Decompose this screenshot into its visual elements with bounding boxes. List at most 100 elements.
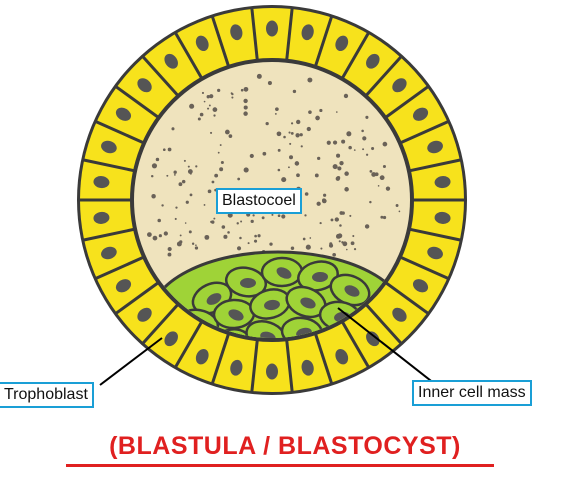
cell-wall <box>382 85 430 121</box>
cell-wall <box>82 227 138 242</box>
fluid-particle <box>339 160 344 166</box>
cell-wall <box>95 120 147 146</box>
fluid-particle <box>308 110 312 114</box>
fluid-particle <box>344 171 349 176</box>
fluid-particle <box>365 153 369 156</box>
cell-wall <box>114 85 162 121</box>
trophoblast-label: Trophoblast <box>0 382 94 408</box>
fluid-particle <box>201 91 205 95</box>
trophoblast-nucleus <box>93 211 110 224</box>
fluid-particle <box>195 165 198 168</box>
fluid-particle <box>206 95 210 99</box>
fluid-particle <box>369 170 373 173</box>
fluid-particle <box>183 159 186 162</box>
fluid-particle <box>214 173 219 178</box>
fluid-particle <box>382 141 388 147</box>
cell-wall <box>82 158 138 173</box>
fluid-particle <box>167 252 172 257</box>
fluid-particle <box>194 246 199 250</box>
fluid-particle <box>253 239 258 243</box>
fluid-particle <box>152 235 158 241</box>
fluid-particle <box>197 117 201 121</box>
cell-wall <box>406 227 462 242</box>
cell-wall <box>250 7 260 63</box>
fluid-particle <box>323 193 327 197</box>
icm-nucleus <box>344 285 360 297</box>
fluid-particle <box>292 89 297 94</box>
fluid-particle <box>348 145 352 150</box>
trophoblast-nucleus <box>335 348 349 365</box>
fluid-particle <box>304 192 309 196</box>
fluid-particle <box>213 217 216 220</box>
cell-wall <box>382 279 430 315</box>
fluid-particle <box>227 231 230 234</box>
inner-cell-mass-label: Inner cell mass <box>412 380 532 406</box>
fluid-particle <box>224 129 230 135</box>
fluid-particle <box>332 140 338 145</box>
fluid-particle <box>150 174 154 178</box>
fluid-particle <box>219 144 222 147</box>
fluid-particle <box>221 225 226 229</box>
cell-wall <box>95 254 147 280</box>
fluid-particle <box>228 134 233 138</box>
fluid-particle <box>343 93 349 99</box>
fluid-particle <box>288 131 291 134</box>
fluid-particle <box>184 222 187 224</box>
fluid-particle <box>207 107 210 110</box>
cell-wall <box>284 337 294 393</box>
fluid-particle <box>181 179 186 184</box>
fluid-particle <box>243 86 249 92</box>
fluid-particle <box>199 112 204 117</box>
fluid-particle <box>316 201 321 206</box>
fluid-particle <box>187 169 193 174</box>
fluid-particle <box>289 142 292 145</box>
trophoblast-nucleus <box>434 176 451 189</box>
fluid-particle <box>166 174 169 177</box>
fluid-particle <box>247 242 250 245</box>
fluid-particle <box>344 187 349 192</box>
fluid-particle <box>262 151 267 156</box>
trophoblast-nucleus <box>230 359 243 376</box>
fluid-particle <box>364 224 370 229</box>
trophoblast-nucleus <box>412 107 429 121</box>
cell-wall <box>284 7 294 63</box>
icm-nucleus <box>260 331 276 338</box>
trophoblast-nucleus <box>434 211 451 224</box>
fluid-particle <box>341 139 346 144</box>
fluid-particle <box>190 173 192 175</box>
fluid-particle <box>162 148 166 152</box>
fluid-particle <box>371 172 377 177</box>
cell-wall <box>141 301 181 345</box>
fluid-particle <box>252 214 255 217</box>
trophoblast-nucleus <box>301 359 314 376</box>
fluid-particle <box>243 111 248 116</box>
trophoblast-nucleus <box>115 107 132 121</box>
trophoblast-nucleus <box>137 78 152 93</box>
fluid-particle <box>207 189 212 194</box>
fluid-particle <box>185 200 189 204</box>
fluid-particle <box>283 135 286 139</box>
cell-wall <box>406 158 462 173</box>
fluid-particle <box>341 211 345 215</box>
fluid-particle <box>304 214 307 217</box>
cell-wall <box>114 279 162 315</box>
fluid-particle <box>276 131 282 137</box>
fluid-particle <box>189 193 193 197</box>
blastocoel-label: Blastocoel <box>216 188 302 214</box>
fluid-particle <box>294 161 300 166</box>
trophoblast-nucleus <box>427 140 443 154</box>
fluid-particle <box>274 112 277 115</box>
trophoblast-nucleus <box>366 53 380 69</box>
icm-nucleus <box>300 297 316 309</box>
fluid-particle <box>277 168 281 172</box>
fluid-particle <box>319 108 323 113</box>
fluid-particle <box>305 244 311 250</box>
fluid-particle <box>326 140 331 145</box>
fluid-particle <box>385 186 391 191</box>
fluid-particle <box>277 148 281 152</box>
fluid-particle <box>257 234 261 238</box>
fluid-particle <box>328 243 334 248</box>
fluid-particle <box>239 236 242 240</box>
fluid-particle <box>179 234 182 237</box>
